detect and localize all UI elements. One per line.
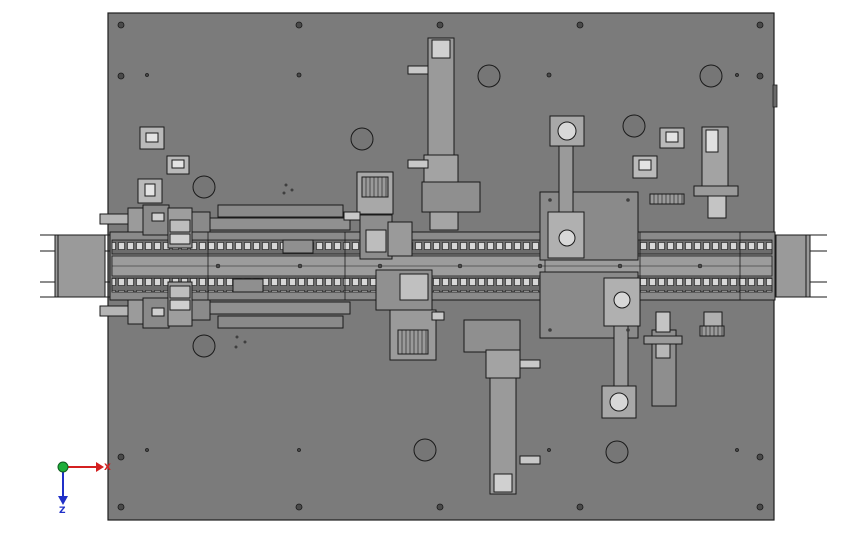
left-infeed-chute: [40, 234, 110, 298]
upper-motor: [632, 126, 739, 219]
lower-linkage-arm: [601, 277, 641, 419]
z-axis-label: Z: [59, 506, 66, 516]
right-outfeed-chute: [770, 234, 827, 298]
center-lower-clamp: [375, 269, 445, 361]
y-axis-dot: [57, 461, 69, 473]
locating-holes: [192, 64, 723, 464]
left-lower-gripper: [99, 281, 211, 329]
center-lower-slide: [463, 319, 541, 495]
conveyor-chain-lower: [111, 277, 773, 293]
upper-linkage-arm: [547, 115, 585, 259]
z-axis-head: [58, 496, 68, 505]
rail-bolts: [215, 263, 703, 269]
conveyor-chain-upper: [111, 239, 773, 255]
x-axis-head: [96, 462, 104, 472]
upper-guide-rail-2: [209, 217, 351, 231]
lower-slot-block: [232, 278, 264, 293]
lower-guide-rail: [217, 315, 344, 329]
lower-motor: [643, 311, 725, 407]
perimeter-bolts: [117, 21, 764, 511]
left-upper-gripper: [99, 204, 211, 249]
upper-guide-rail: [217, 204, 344, 218]
lower-guide-rail-2: [209, 301, 351, 315]
coordinate-triad: X Z: [57, 461, 111, 516]
upper-slot-block: [282, 239, 314, 254]
x-axis-label: X: [104, 463, 111, 473]
left-brackets: [137, 126, 190, 204]
conveyor-segment-joints: [207, 232, 741, 300]
center-left-clamp: [343, 171, 413, 260]
center-upper-slide: [407, 37, 481, 231]
guide-bolts: [234, 183, 630, 349]
plate-edge-tab: [772, 84, 778, 108]
